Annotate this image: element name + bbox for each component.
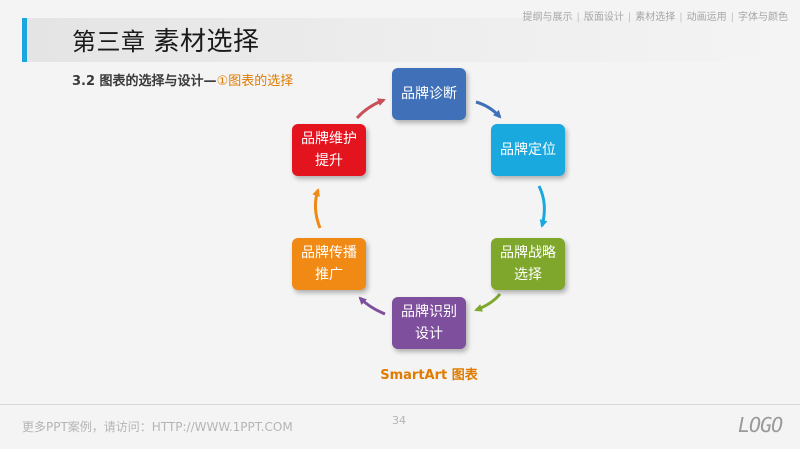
arrow-4-to-5 <box>358 296 386 316</box>
arrow-1-to-2 <box>475 100 502 119</box>
cycle-node-brand-strategy: 品牌战略选择 <box>491 238 565 290</box>
header-band <box>27 18 800 62</box>
diagram-caption: SmartArt 图表 <box>380 368 478 383</box>
subtitle-main: 3.2 图表的选择与设计— <box>72 74 217 89</box>
subtitle-highlight: ①图表的选择 <box>216 74 294 89</box>
chapter-name: 素材选择 <box>153 27 260 57</box>
header-accent-bar <box>22 18 27 62</box>
logo: LOGO <box>738 413 783 437</box>
footer-link-text[interactable]: 更多PPT案例，请访问：HTTP://WWW.1PPT.COM <box>22 420 293 434</box>
arrow-5-to-6 <box>312 188 322 229</box>
arrow-2-to-3 <box>537 185 548 228</box>
nav-item[interactable]: 版面设计 <box>583 12 624 23</box>
section-subtitle: 3.2 图表的选择与设计—①图表的选择 <box>72 70 293 89</box>
nav-item[interactable]: 提纲与展示 <box>522 12 573 23</box>
arrow-3-to-4 <box>474 293 502 312</box>
nav-item[interactable]: 素材选择 <box>635 12 676 23</box>
chapter-title: 第三章素材选择 <box>72 21 260 58</box>
page-number: 34 <box>392 414 406 427</box>
cycle-node-brand-promotion: 品牌传播推广 <box>292 238 366 290</box>
chapter-number: 第三章 <box>72 28 146 56</box>
nav-item[interactable]: 动画运用 <box>686 12 727 23</box>
cycle-node-brand-maintenance: 品牌维护提升 <box>292 124 366 176</box>
cycle-node-brand-diagnosis: 品牌诊断 <box>392 68 466 120</box>
nav-item[interactable]: 字体与颜色 <box>738 12 788 23</box>
arrow-6-to-1 <box>355 98 386 120</box>
footer-divider <box>0 404 800 405</box>
cycle-node-brand-positioning: 品牌定位 <box>491 124 565 176</box>
top-nav: 提纲与展示|版面设计|素材选择|动画运用|字体与颜色 <box>522 12 789 23</box>
cycle-node-brand-identity: 品牌识别设计 <box>392 297 466 349</box>
